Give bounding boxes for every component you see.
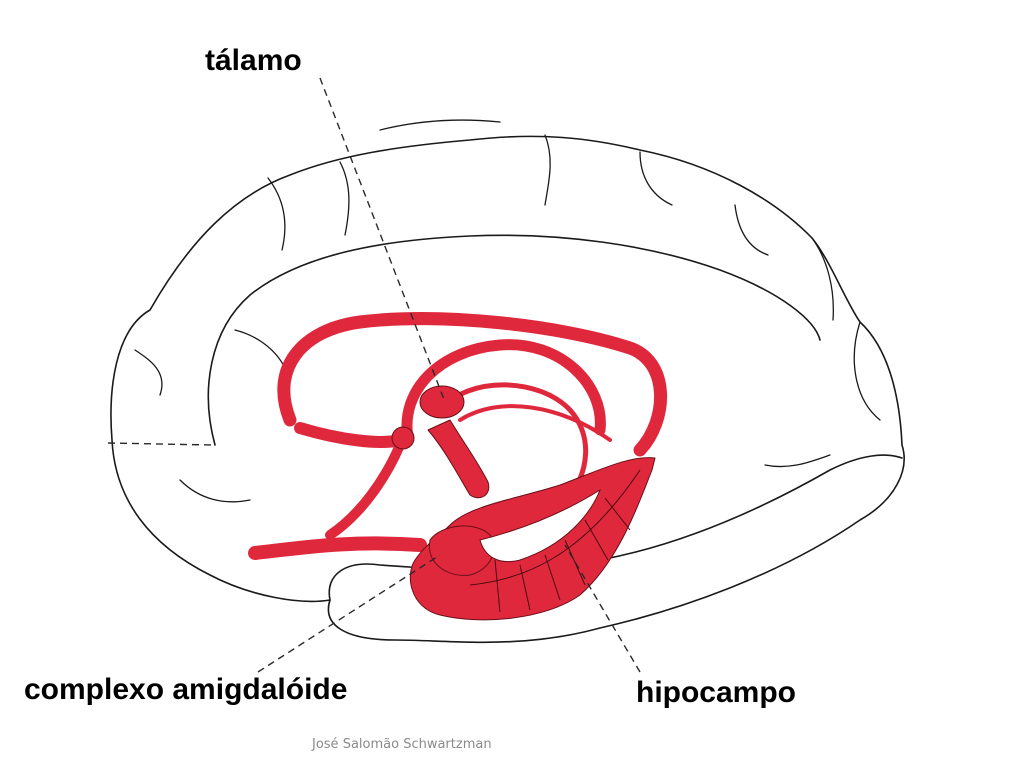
brain-outline [110, 135, 905, 644]
stria-arc [401, 339, 606, 444]
thalamus-label: tálamo [205, 44, 302, 77]
fornix-arc [277, 312, 667, 457]
descending-column [427, 419, 490, 499]
hippocampus-hollow [479, 488, 602, 563]
horizontal-leader [107, 442, 213, 446]
olfactory-tract [248, 536, 427, 560]
hippocampus-leader [564, 544, 641, 673]
mammillary-body [391, 426, 415, 450]
thalamus-leader [319, 77, 446, 403]
amygdala-leader [257, 554, 441, 673]
author-credit: José Salomão Schwartzman [312, 737, 492, 752]
amygdala-label: complexo amigdalóide [24, 673, 348, 706]
hippocampus-striations [469, 469, 641, 613]
limbic-system [248, 312, 667, 621]
inner-fiber [437, 382, 589, 513]
cingulate-contour [207, 234, 821, 446]
sulci [134, 119, 881, 503]
hippocampus-label: hipocampo [636, 676, 797, 709]
septal-branch [294, 422, 406, 448]
thalamus-blob [419, 385, 465, 419]
inner-fiber-2 [458, 404, 612, 442]
amygdala-complex [428, 525, 495, 576]
anterior-branch [325, 440, 405, 540]
